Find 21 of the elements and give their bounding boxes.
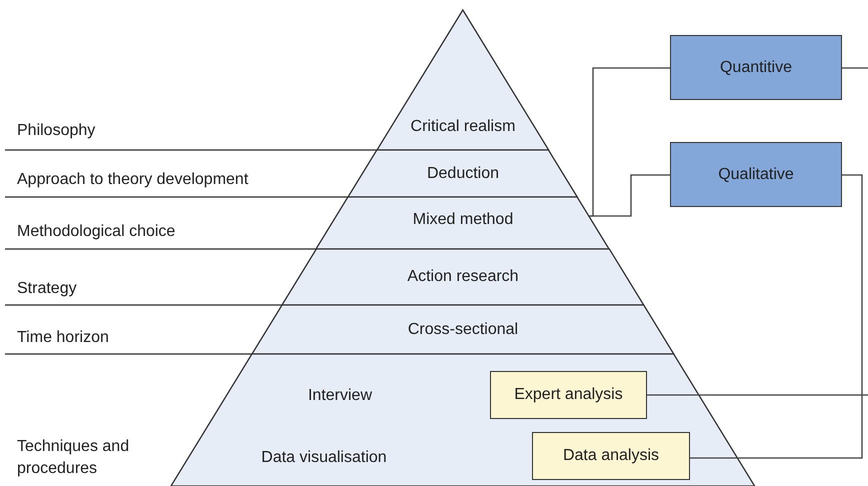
process-box: Data analysis: [532, 432, 690, 480]
level-label: Techniques and procedures: [17, 437, 130, 479]
process-box: Qualitative: [670, 142, 842, 207]
layer-label: Data visualisation: [261, 448, 387, 468]
process-box: Expert analysis: [490, 371, 647, 419]
layer-label: Interview: [308, 386, 372, 406]
layer-label: Action research: [407, 267, 519, 287]
connector-line: [589, 174, 670, 217]
connector-line: [690, 174, 863, 459]
level-label: Philosophy: [17, 121, 96, 141]
layer-label: Deduction: [426, 164, 499, 184]
layer-label: Mixed method: [412, 210, 514, 230]
level-label: Time horizon: [17, 328, 109, 348]
level-label: Strategy: [17, 279, 77, 299]
connector-line: [842, 67, 868, 69]
level-label: Methodological choice: [17, 222, 176, 242]
level-label: Approach to theory development: [17, 170, 248, 190]
process-box: Quantitive: [670, 35, 842, 100]
layer-label: Critical realism: [410, 117, 516, 137]
layer-label: Cross-sectional: [408, 320, 518, 340]
connector-line: [647, 394, 868, 396]
